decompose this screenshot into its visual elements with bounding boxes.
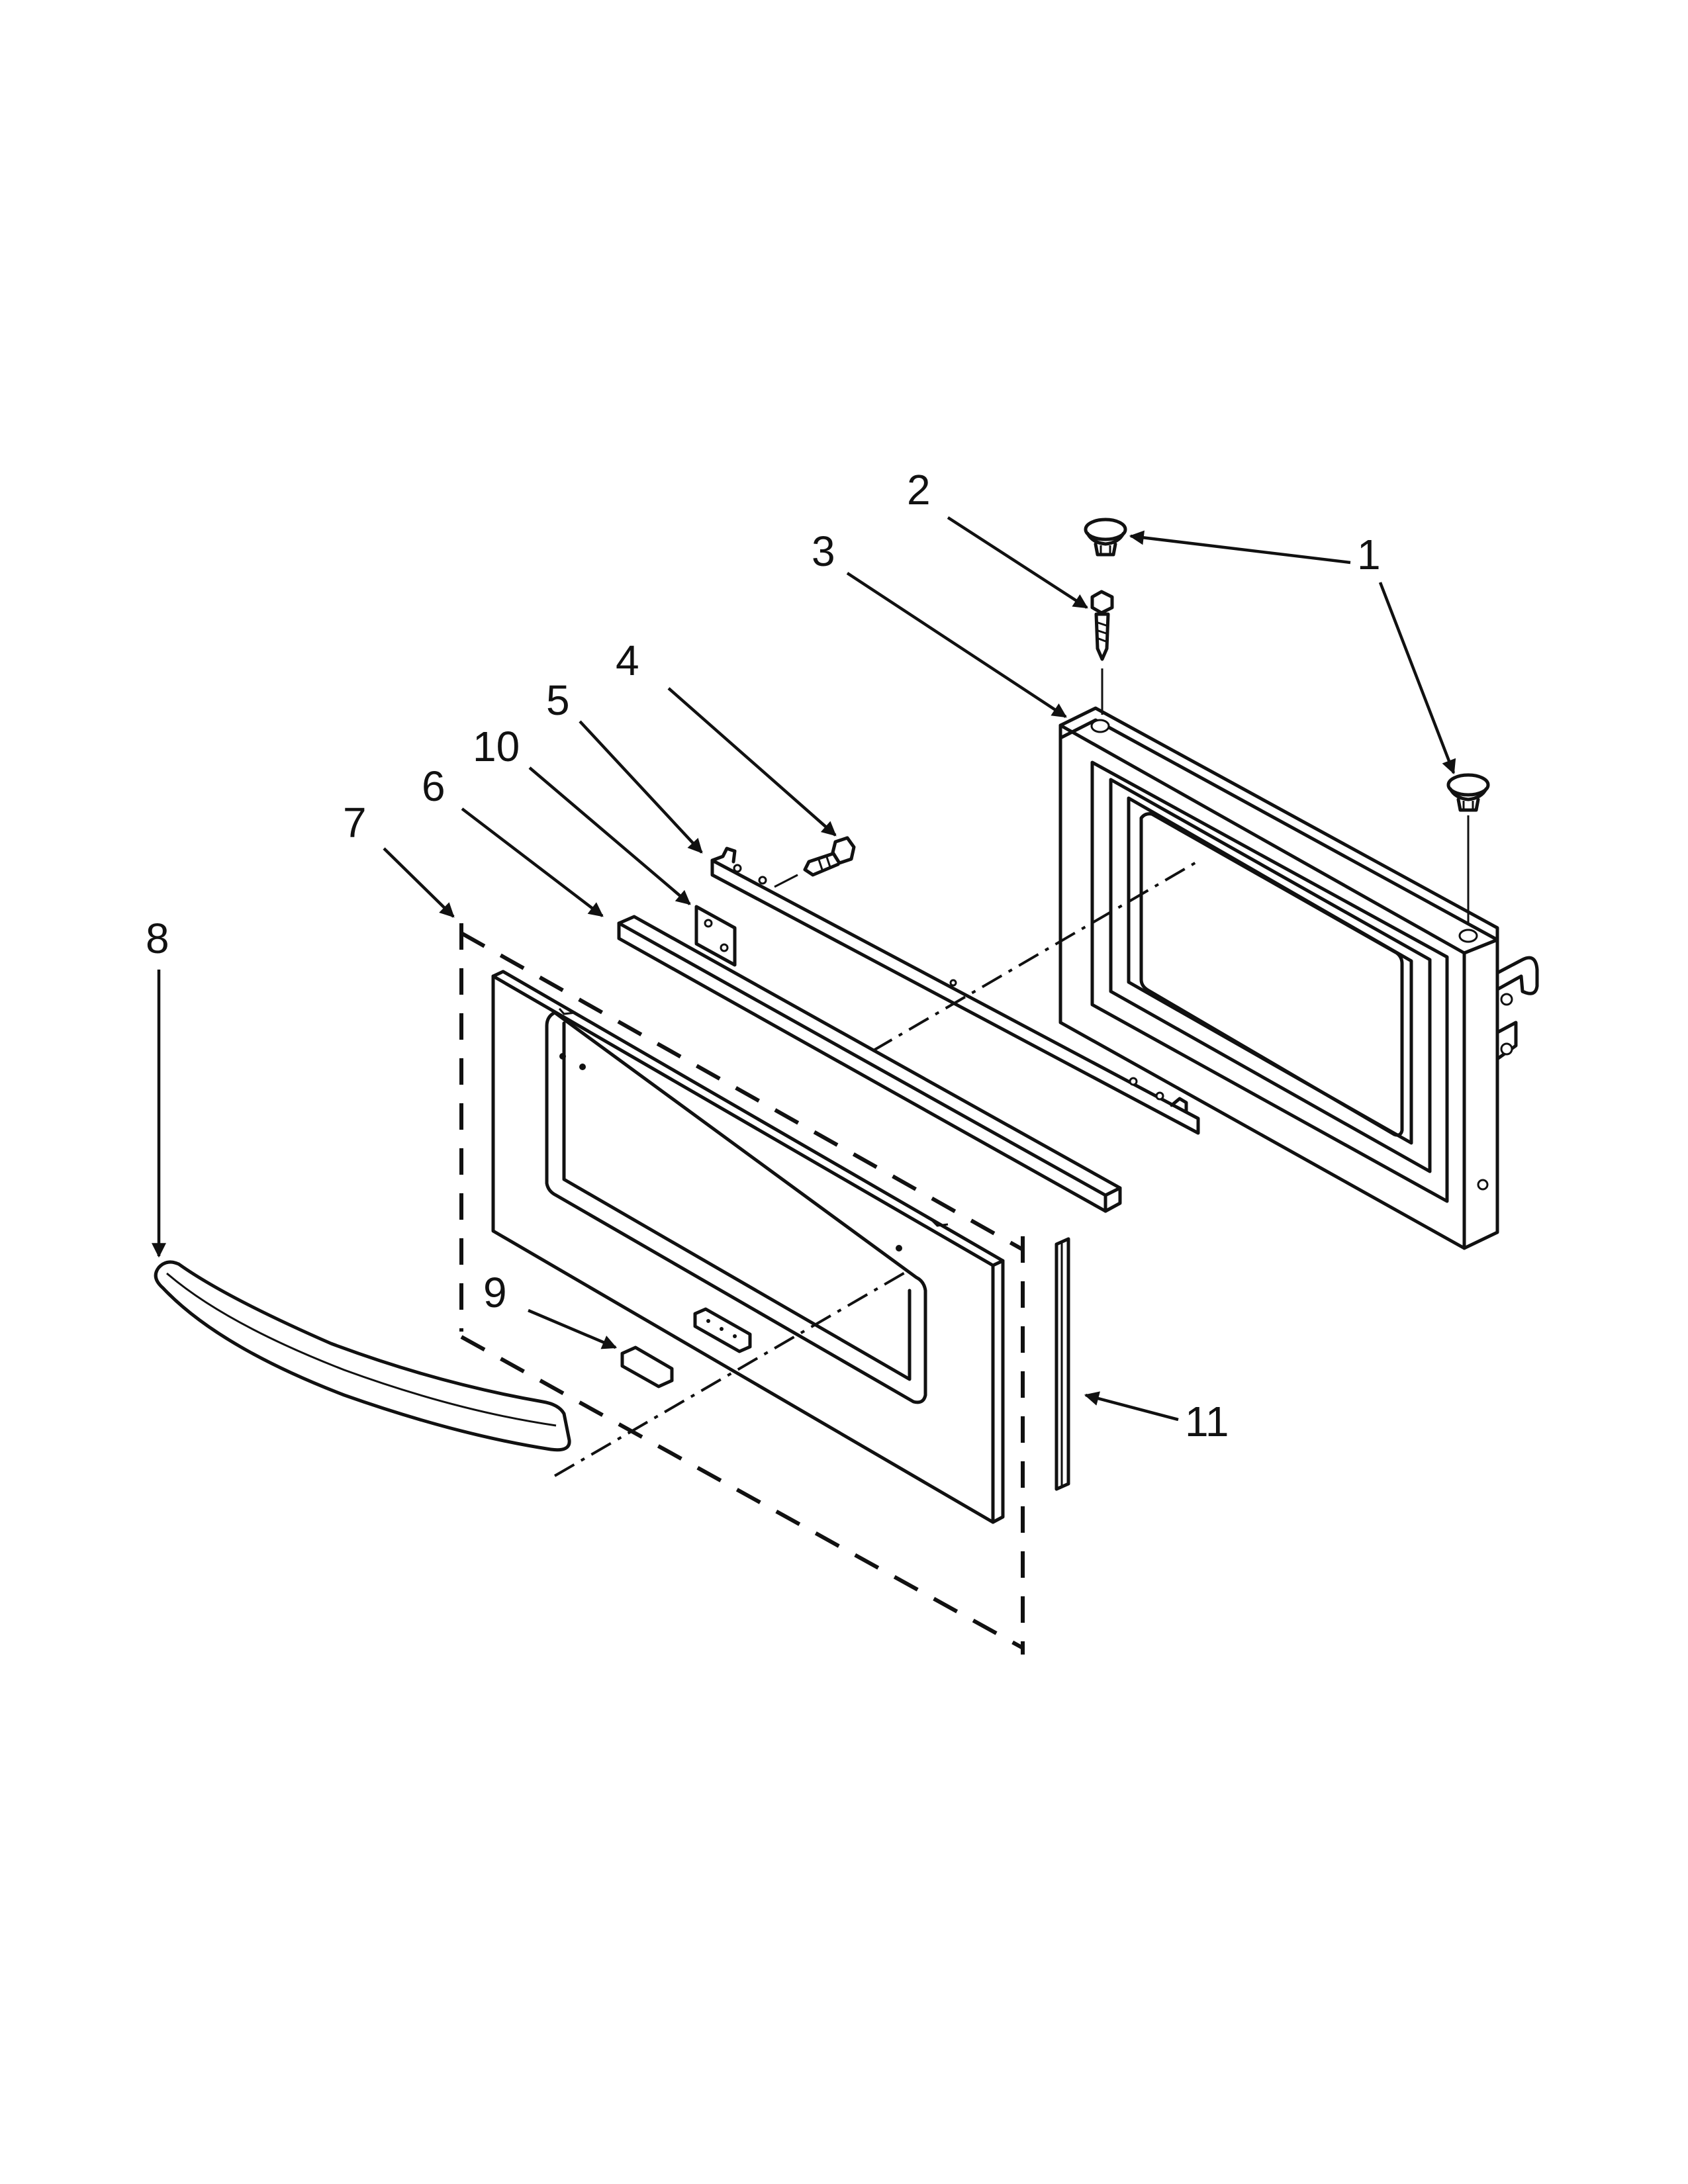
hinge-bracket xyxy=(1495,956,1539,1061)
small-plate xyxy=(694,905,737,967)
frame-hole-right xyxy=(1458,929,1478,943)
callout-11: 11 xyxy=(1185,1398,1229,1445)
callout-10: 10 xyxy=(473,723,520,770)
alignment-lines xyxy=(553,859,1201,1477)
callout-3: 3 xyxy=(812,527,835,575)
callout-1: 1 xyxy=(1357,531,1381,578)
plug-top xyxy=(1084,518,1127,557)
callout-5: 5 xyxy=(546,676,570,724)
screw-top xyxy=(1090,590,1114,661)
callout-6: 6 xyxy=(422,762,445,810)
small-pad xyxy=(620,1345,674,1388)
callout-7: 7 xyxy=(343,799,367,846)
frame-hole-left xyxy=(1090,719,1110,733)
callout-8: 8 xyxy=(146,915,169,962)
outer-door-panel xyxy=(491,970,1005,1524)
plug-right xyxy=(1446,773,1490,812)
door-bracket xyxy=(710,846,1200,1135)
door-handle xyxy=(154,1260,571,1452)
side-strip xyxy=(1055,1237,1070,1491)
callout-4: 4 xyxy=(616,637,639,684)
assembly-outline xyxy=(459,923,1025,1655)
callout-2: 2 xyxy=(907,466,931,514)
screw-bracket xyxy=(803,836,856,877)
callout-labels: 1 2 3 4 5 6 7 8 9 10 11 xyxy=(146,466,1381,1445)
inner-door-frame xyxy=(1058,706,1539,1250)
leader-lines xyxy=(152,516,1456,1422)
top-strip xyxy=(617,915,1122,1213)
callout-9: 9 xyxy=(483,1269,507,1316)
